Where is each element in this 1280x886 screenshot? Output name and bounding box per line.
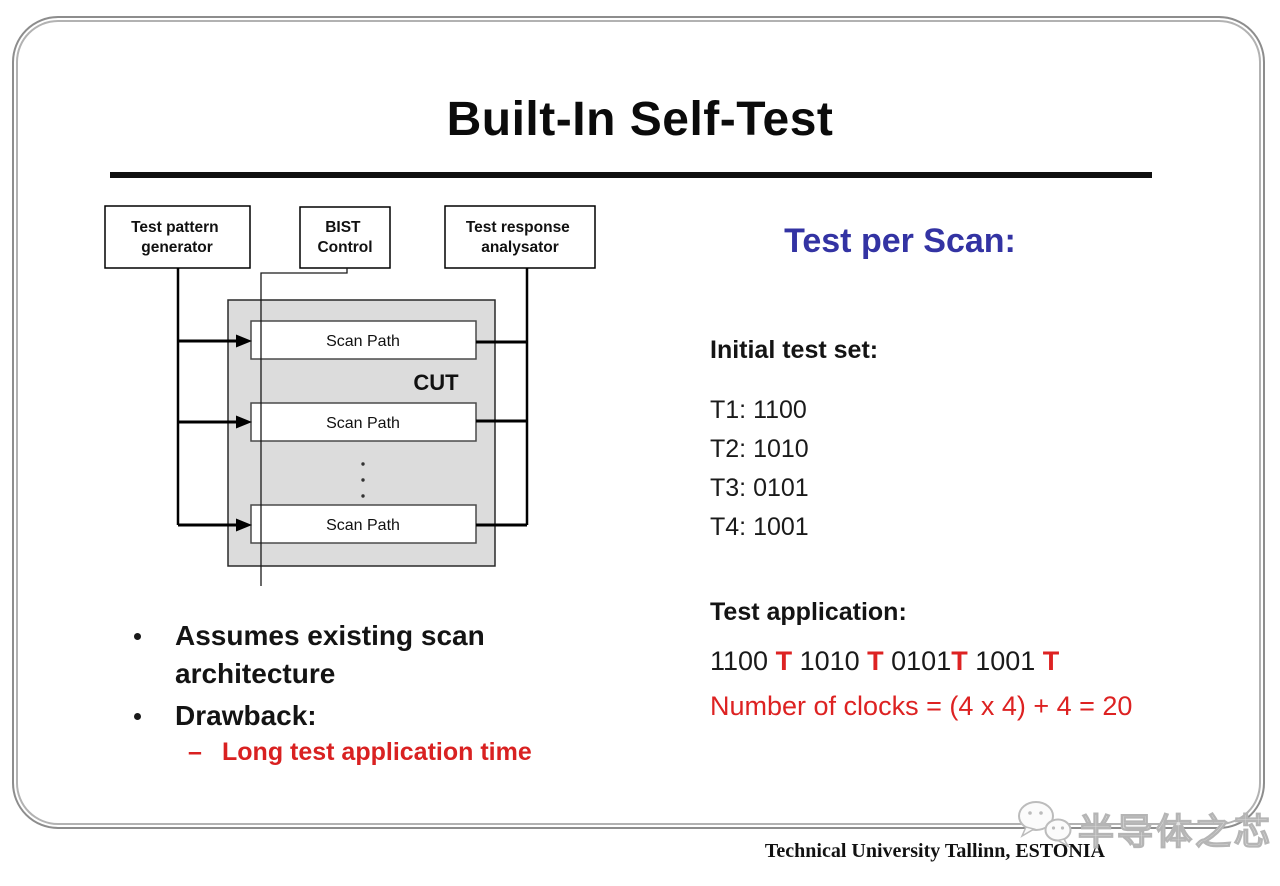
test-response-analysator-label: Test response analysator	[466, 219, 574, 256]
sub-bullet-item: Long test application time	[222, 738, 532, 766]
seq-part: 0101	[883, 646, 952, 676]
seq-t-marker: T	[951, 646, 968, 676]
footer-institution: Technical University Tallinn, ESTONIA	[764, 840, 1105, 862]
scan-path-box-3	[250, 504, 477, 544]
test-application-sequence: 1100 T 1010 T 0101T 1001 T	[710, 646, 1059, 677]
initial-test-set-label: Initial test set:	[710, 336, 879, 364]
seq-t-marker: T	[867, 646, 884, 676]
slide-border-frame	[12, 16, 1265, 829]
seq-part: 1001	[967, 646, 1043, 676]
test-pattern-generator-box	[104, 205, 251, 269]
bist-architecture-diagram: Scan Path Scan Path Scan Path CUT Test p…	[104, 205, 596, 586]
title-underline	[110, 172, 1152, 178]
test-vector-t3: T3: 0101	[710, 474, 809, 502]
cut-label: CUT	[413, 370, 459, 395]
scan-path-label-3: Scan Path	[326, 517, 400, 534]
bullet-dot-1	[134, 633, 141, 640]
seq-part: 1100	[710, 646, 776, 676]
watermark-text: 半导体之芯	[1077, 810, 1274, 852]
scan-path-ellipsis	[361, 462, 365, 498]
scan-path-box-1	[250, 320, 477, 360]
bullet-item-1: Assumes existing scan architecture	[175, 620, 485, 689]
test-pattern-generator-label: Test pattern generator	[131, 219, 223, 256]
seq-t-marker: T	[775, 646, 793, 676]
clock-count-line: Number of clocks = (4 x 4) + 4 = 20	[710, 691, 1133, 721]
bullet-item-2: Drawback:	[175, 700, 317, 731]
test-vector-t1: T1: 1100	[710, 396, 807, 424]
bist-control-label: BIST Control	[317, 219, 372, 256]
diagram-wires	[176, 268, 529, 527]
arrow-heads	[236, 334, 252, 532]
seq-t-marker: T	[1042, 646, 1060, 676]
slide-title: Built-In Self-Test	[446, 93, 834, 146]
test-vector-t2: T2: 1010	[710, 435, 809, 463]
bist-control-box	[299, 206, 391, 269]
test-response-analysator-box	[444, 205, 596, 269]
wechat-bubbles-icon	[1018, 801, 1072, 848]
test-application-label: Test application:	[710, 598, 907, 626]
test-vector-list: T1: 1100 T2: 1010 T3: 0101 T4: 1001	[710, 391, 809, 547]
sub-bullet-dash: –	[188, 738, 202, 766]
scan-path-label-2: Scan Path	[326, 415, 400, 432]
bist-control-wire	[260, 268, 348, 586]
scan-path-label-1: Scan Path	[326, 333, 400, 350]
section-heading-test-per-scan: Test per Scan:	[784, 222, 1016, 260]
test-vector-t4: T4: 1001	[710, 513, 809, 541]
bullet-dot-2	[134, 713, 141, 720]
seq-part: 1010	[792, 646, 868, 676]
